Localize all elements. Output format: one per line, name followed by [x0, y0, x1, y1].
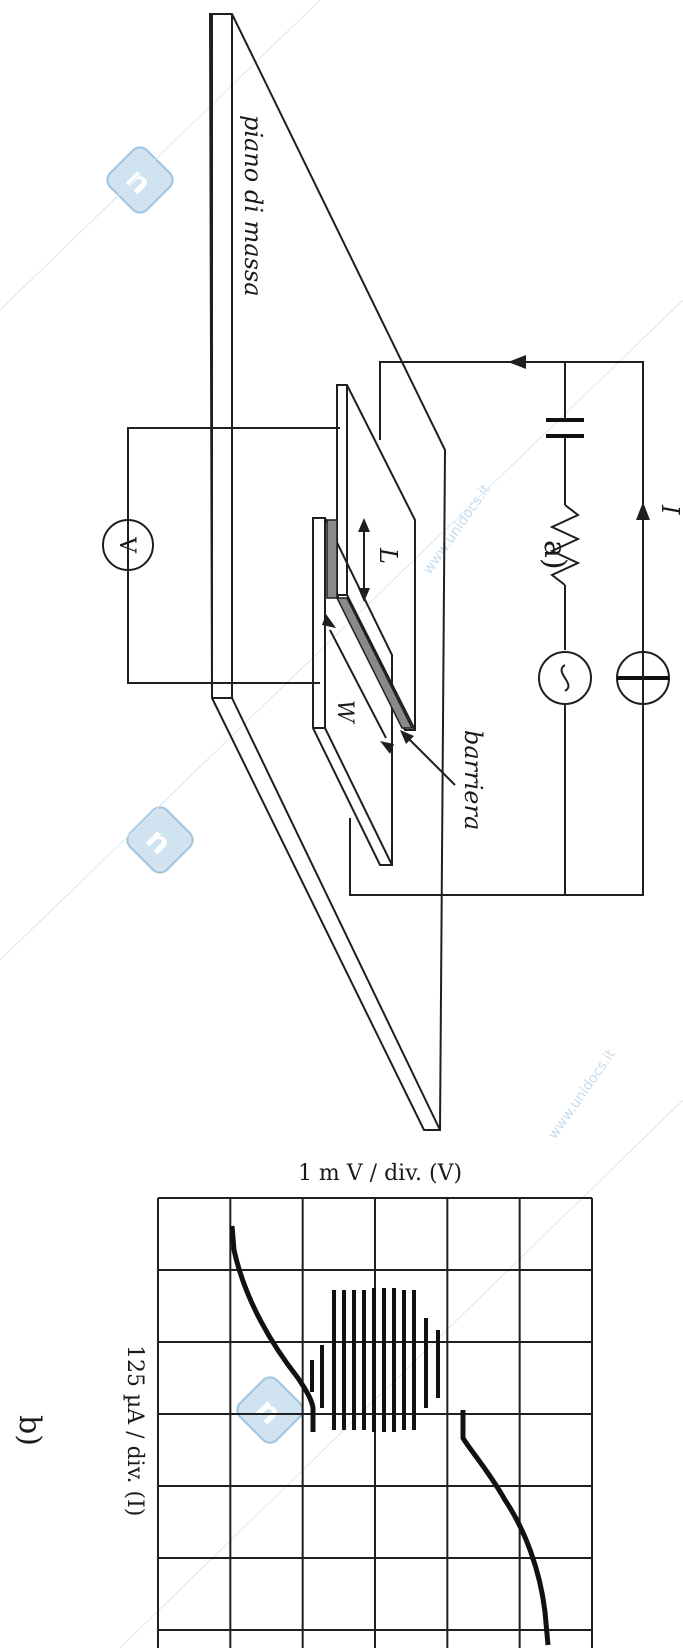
junction-barrier [326, 519, 414, 729]
current-label: I [656, 504, 683, 515]
ac-source-icon [538, 651, 592, 705]
current-axis-label: 125 µA / div. (I) [122, 1345, 147, 1516]
ground-plane [208, 13, 447, 1131]
barrier-label: barriera [459, 730, 487, 830]
voltage-axis-label: 1 m V / div. (V) [298, 1161, 462, 1186]
current-source-icon [616, 651, 670, 705]
watermark-text: www.unidocs.it [420, 481, 494, 577]
length-arrow [358, 518, 370, 602]
width-arrow [322, 614, 394, 754]
panel-b-label: b) [12, 1415, 47, 1446]
panel-b-iv-characteristic: 1 m V / div. (V) 125 µA / div. (I) b) [12, 1161, 593, 1648]
lower-electrode [312, 517, 393, 866]
oscilloscope-grid [157, 1197, 593, 1648]
length-label: L [374, 547, 402, 564]
current-steps [310, 1288, 440, 1432]
watermark-logo-icon: n n n [106, 146, 304, 1444]
voltmeter-symbol: V [114, 536, 139, 554]
panel-a-label: a) [537, 540, 572, 570]
width-label: W [332, 700, 357, 725]
bias-circuit [349, 361, 644, 896]
ground-plane-label: piano di massa [239, 115, 267, 297]
panel-a-diagram: piano di massa L [102, 13, 683, 1131]
voltmeter-circuit [102, 427, 340, 684]
iv-curve [229, 1225, 551, 1646]
current-arrow-icon [636, 502, 650, 520]
current-arrow-icon [508, 355, 526, 369]
watermark-text: www.unidocs.it [545, 1046, 619, 1142]
barrier-pointer [400, 730, 456, 786]
